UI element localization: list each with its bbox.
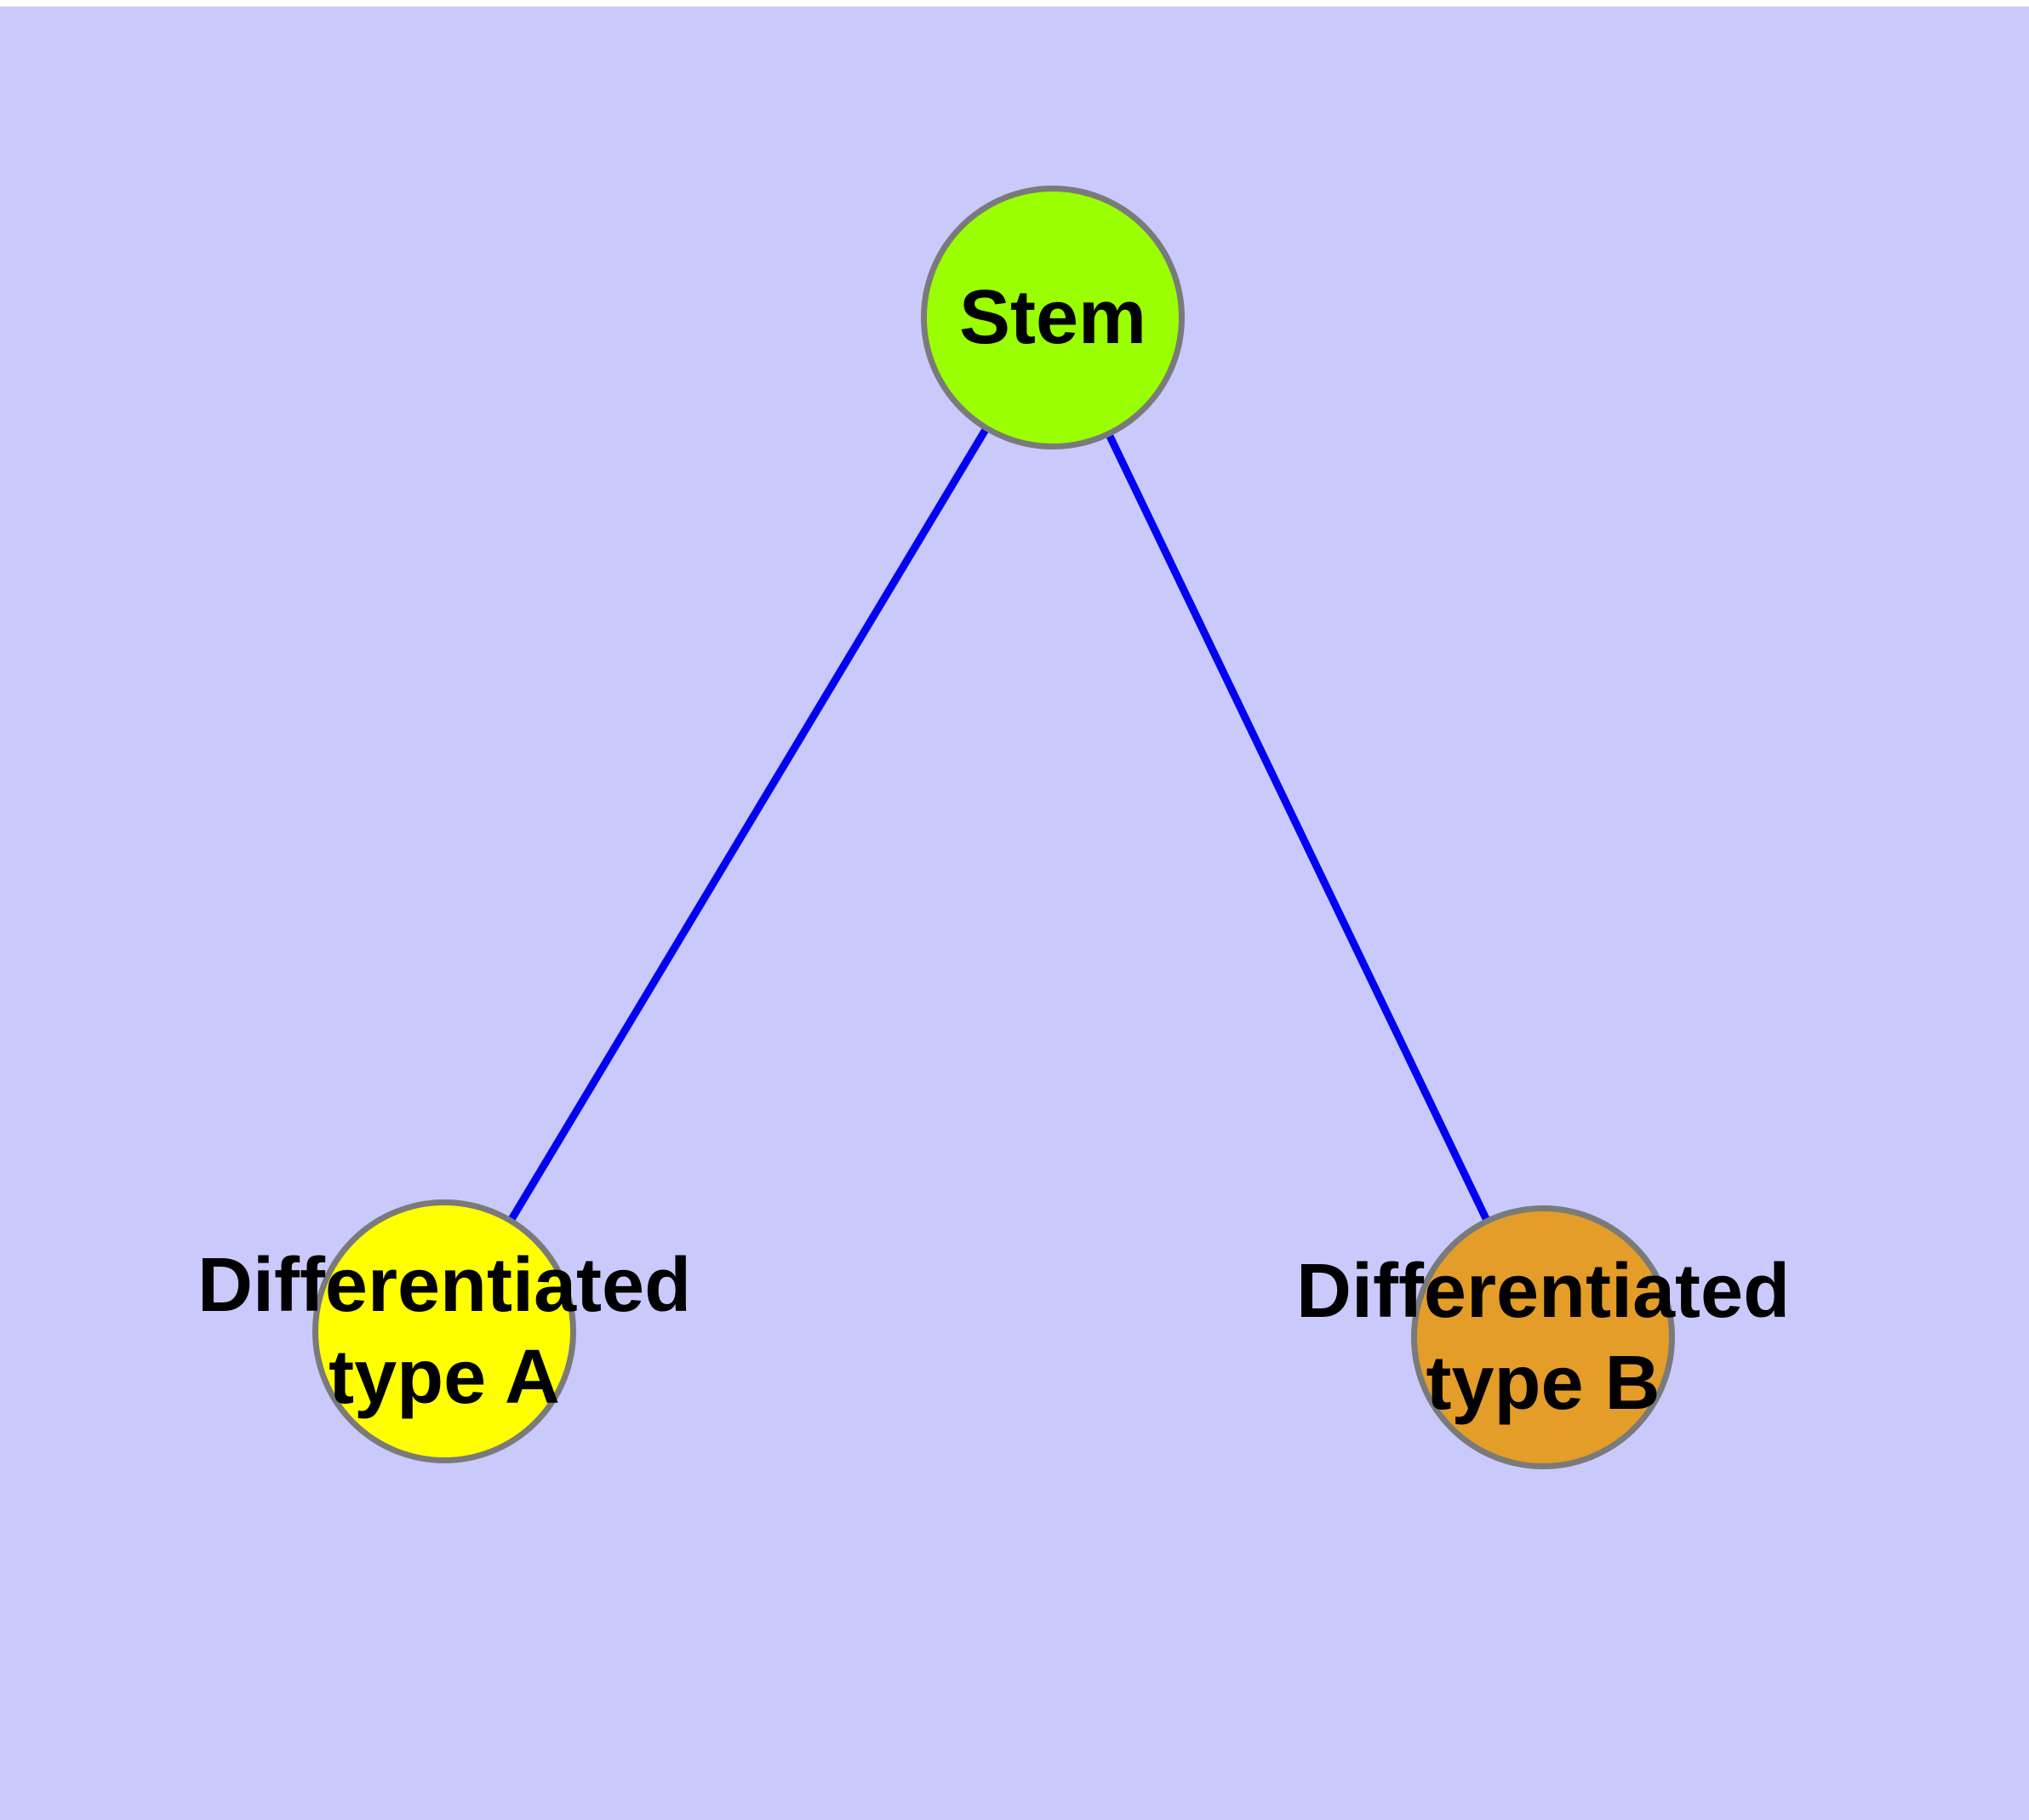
- top-strip: [0, 0, 2029, 7]
- node-stem[interactable]: Stem: [921, 186, 1185, 449]
- node-stem-label-line-1: Stem: [958, 275, 1147, 360]
- edge-stem-to-type-a: [441, 315, 1056, 1334]
- node-stem-label: Stem: [959, 272, 1146, 363]
- node-differentiated-type-b[interactable]: Differentiated type B: [1296, 1205, 1790, 1469]
- edge-stem-to-type-b: [1049, 316, 1547, 1339]
- node-differentiated-type-a[interactable]: Differentiated type A: [197, 1199, 691, 1463]
